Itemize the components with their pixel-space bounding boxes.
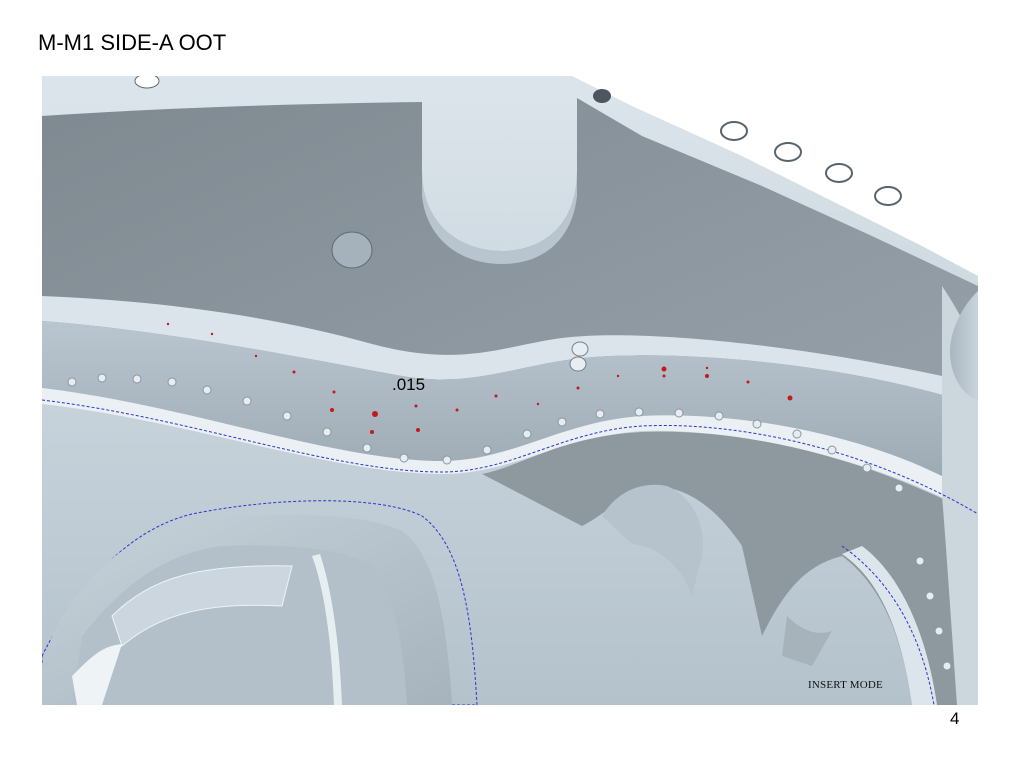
page-number: 4 [950,709,960,728]
flange-hole [774,142,802,162]
cad-model-render [42,76,978,705]
flange-hole [593,89,611,103]
lower-left-part-pocket [111,565,293,647]
channel-lower-lip [42,388,978,516]
flange-hole [134,76,160,89]
flange-hole [825,163,853,183]
flange-hole [874,186,902,206]
face-bore [331,231,373,269]
channel-hole-row [67,373,952,671]
lower-left-part-ridge [312,554,342,705]
right-flange [842,546,937,705]
channel-trough [42,321,978,496]
nominal-profile-right [841,545,935,705]
right-cutout [950,291,978,401]
channel-upper-lip [42,296,978,406]
lower-left-part-groove [72,644,122,705]
main-face [42,98,978,506]
dimension-label: .015 [392,375,426,394]
deviation-points [166,322,793,434]
lower-notch [602,484,703,596]
lower-left-part-outline [42,500,478,705]
insert-mode-label: INSERT MODE [808,679,883,691]
lower-wedge [782,616,832,666]
nominal-profile-upper [42,399,978,515]
flange-hole [720,121,748,141]
cad-viewport[interactable] [42,76,978,705]
lower-body [482,431,978,705]
slide-title: M-M1 SIDE-A OOT [38,30,227,55]
